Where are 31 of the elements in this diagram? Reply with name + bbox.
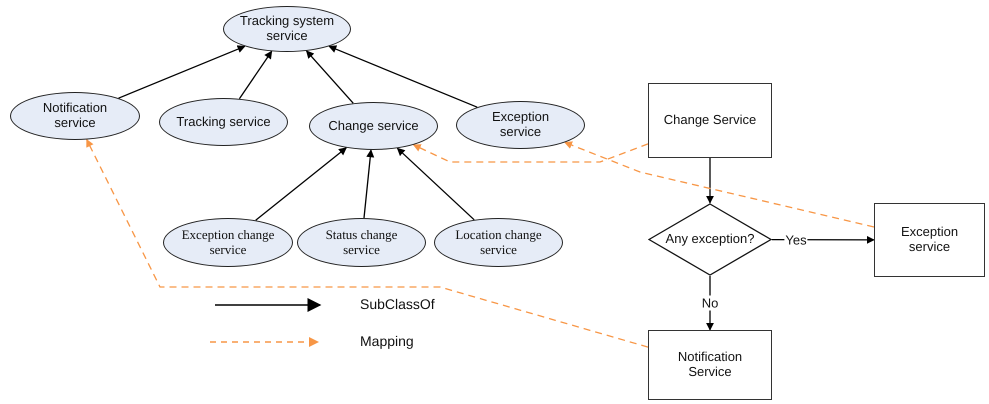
process-box bbox=[648, 330, 772, 400]
arrow bbox=[706, 158, 714, 204]
arrow bbox=[255, 147, 347, 221]
node-label: Notification service bbox=[42, 101, 108, 131]
arrow bbox=[396, 148, 475, 220]
node-label: Tracking system service bbox=[238, 14, 336, 44]
node-label: Location change service bbox=[454, 228, 543, 258]
node-label: Exception change service bbox=[180, 228, 276, 258]
process-box bbox=[648, 83, 772, 158]
node-label: Notification Service bbox=[676, 350, 744, 380]
edge-label: Yes bbox=[784, 232, 808, 248]
process-box bbox=[874, 203, 985, 277]
node-label: Exception service bbox=[900, 225, 960, 255]
arrow bbox=[328, 45, 478, 108]
dashed-arrow bbox=[86, 138, 648, 348]
arrow bbox=[238, 50, 272, 100]
arrow bbox=[772, 236, 875, 244]
node-label: Status change service bbox=[324, 228, 398, 258]
legend-label: SubClassOf bbox=[360, 296, 435, 312]
node-label: Change Service bbox=[664, 113, 756, 128]
node-label: Exception service bbox=[490, 110, 550, 140]
arrow bbox=[306, 50, 354, 104]
node-label: Tracking service bbox=[176, 114, 271, 130]
arrow bbox=[118, 45, 246, 99]
node-label: Change service bbox=[328, 118, 419, 134]
dashed-arrow bbox=[564, 141, 874, 228]
legend-label: Mapping bbox=[360, 333, 414, 349]
edge-label: No bbox=[700, 296, 720, 310]
node-label: Any exception? bbox=[666, 232, 754, 247]
arrow bbox=[363, 149, 374, 218]
dashed-arrow bbox=[412, 143, 648, 163]
